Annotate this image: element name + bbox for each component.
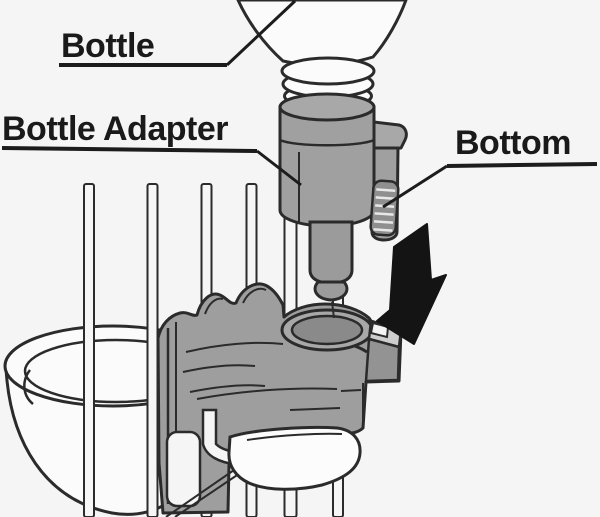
adapter-tube (308, 220, 354, 284)
bottle-leader (225, 0, 297, 67)
bottle-adapter-leader (256, 149, 302, 187)
clip-ridged-pad (369, 179, 400, 237)
bowl-inner-highlight (23, 369, 34, 405)
adapter-body (278, 105, 376, 228)
label-bottle-adapter: Bottle Adapter (2, 110, 228, 148)
bottom-leader (382, 164, 448, 209)
bottle (236, 0, 408, 110)
roller (227, 425, 362, 491)
roller-top-line (246, 432, 343, 441)
bottle-adapter-underline (1, 146, 258, 153)
label-bottom: Bottom (455, 124, 571, 162)
bottle-adapter (278, 92, 408, 319)
adapter-collar-line (279, 138, 375, 147)
cage-bar (146, 183, 159, 517)
bracket-contours (182, 287, 364, 427)
foot-panel (165, 430, 202, 508)
label-leader-lines (1, 0, 598, 209)
valve-tip (313, 280, 349, 302)
bracket-collar (280, 308, 374, 352)
valve-stem-line (331, 301, 335, 319)
collar-opening (290, 314, 364, 346)
mounting-bracket (156, 282, 403, 515)
cage-bar (83, 183, 95, 517)
label-bottle: Bottle (61, 27, 155, 65)
down-arrow (376, 223, 447, 345)
bottom-underline (446, 162, 598, 168)
adapter-top (278, 92, 376, 122)
